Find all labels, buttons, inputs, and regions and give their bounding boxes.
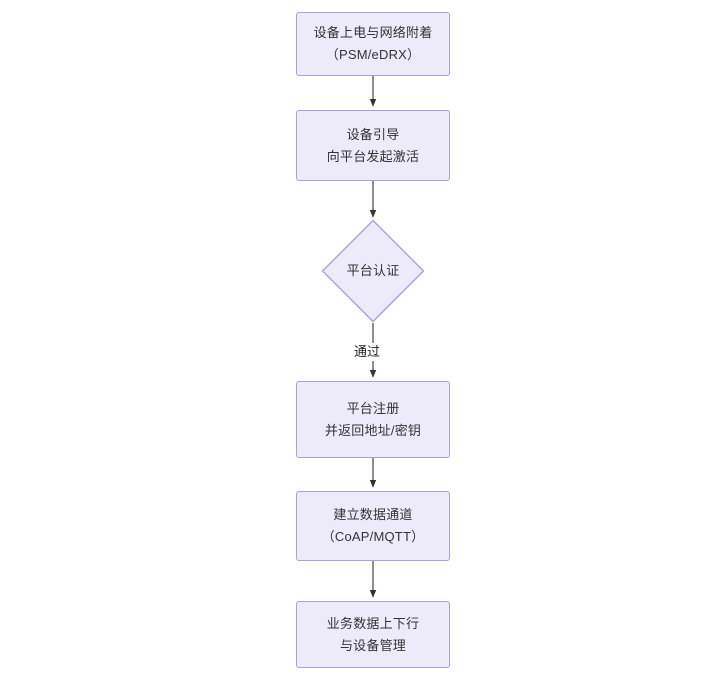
node-label: 平台认证 <box>346 263 400 278</box>
node-business-data-and-device-management[interactable]: 业务数据上下行 与设备管理 <box>296 601 450 668</box>
edge-label-text: 通过 <box>354 344 381 359</box>
node-label: 建立数据通道 （CoAP/MQTT） <box>321 507 425 544</box>
node-label: 平台注册 并返回地址/密钥 <box>324 400 422 438</box>
diamond-shape <box>321 219 425 323</box>
edge-label-pass: 通过 <box>351 343 384 361</box>
node-label: 设备引导 向平台发起激活 <box>326 126 420 164</box>
node-label: 设备上电与网络附着 （PSM/eDRX） <box>313 25 433 62</box>
node-device-power-on[interactable]: 设备上电与网络附着 （PSM/eDRX） <box>296 12 450 76</box>
node-label: 业务数据上下行 与设备管理 <box>326 615 420 653</box>
node-device-bootstrap[interactable]: 设备引导 向平台发起激活 <box>296 110 450 181</box>
node-platform-registration[interactable]: 平台注册 并返回地址/密钥 <box>296 381 450 458</box>
node-establish-data-channel[interactable]: 建立数据通道 （CoAP/MQTT） <box>296 491 450 561</box>
node-platform-authentication[interactable]: 平台认证 <box>321 219 425 323</box>
